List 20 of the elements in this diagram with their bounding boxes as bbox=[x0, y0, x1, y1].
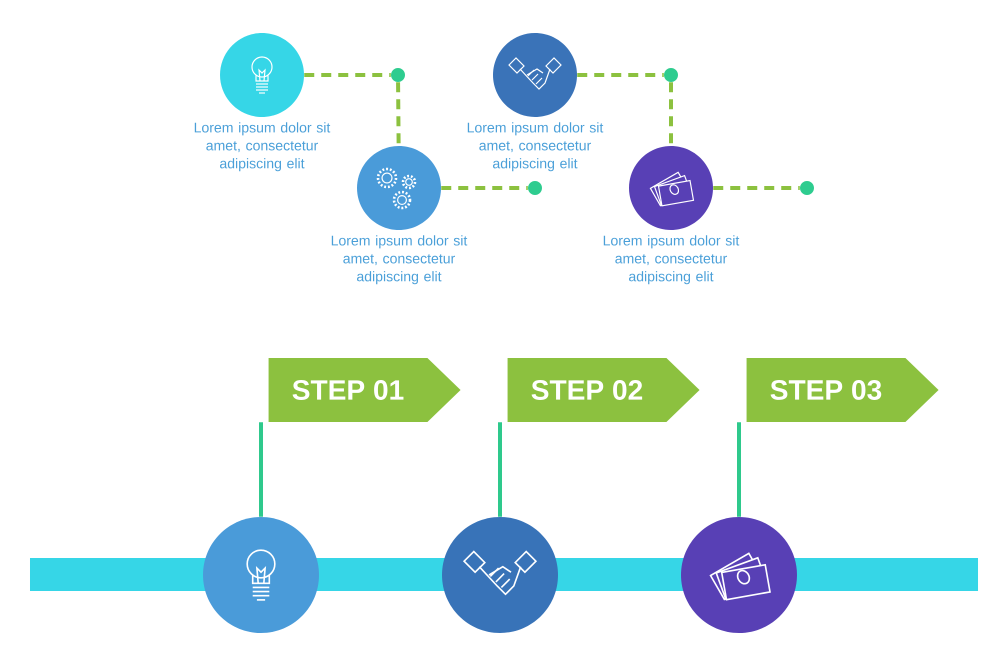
caption-text: Lorem ipsum dolor sit amet, consectetur adipiscing elit bbox=[194, 122, 330, 172]
connector-dot bbox=[391, 68, 405, 82]
connector-dot bbox=[528, 181, 542, 195]
step-flag: STEP 01 bbox=[268, 358, 461, 422]
connector-line bbox=[304, 73, 391, 77]
connector-line bbox=[577, 73, 664, 77]
step-flag: STEP 02 bbox=[508, 358, 700, 422]
connector-line bbox=[441, 186, 528, 190]
caption-text: Lorem ipsum dolor sit amet, consectetur adipiscing elit bbox=[468, 122, 604, 172]
connector-line bbox=[259, 422, 263, 517]
connector-dot bbox=[664, 68, 678, 82]
connector-line bbox=[396, 82, 401, 146]
connector-line bbox=[713, 186, 800, 190]
connector-line bbox=[498, 422, 502, 517]
caption-text: Lorem ipsum dolor sit amet, consectetur adipiscing elit bbox=[332, 235, 468, 284]
connector-line bbox=[737, 422, 741, 517]
connector-line bbox=[669, 82, 673, 146]
step-flag: STEP 03 bbox=[746, 358, 939, 422]
caption-text: Lorem ipsum dolor sit amet, consectetur adipiscing elit bbox=[604, 235, 740, 284]
connector-dot bbox=[800, 181, 814, 195]
